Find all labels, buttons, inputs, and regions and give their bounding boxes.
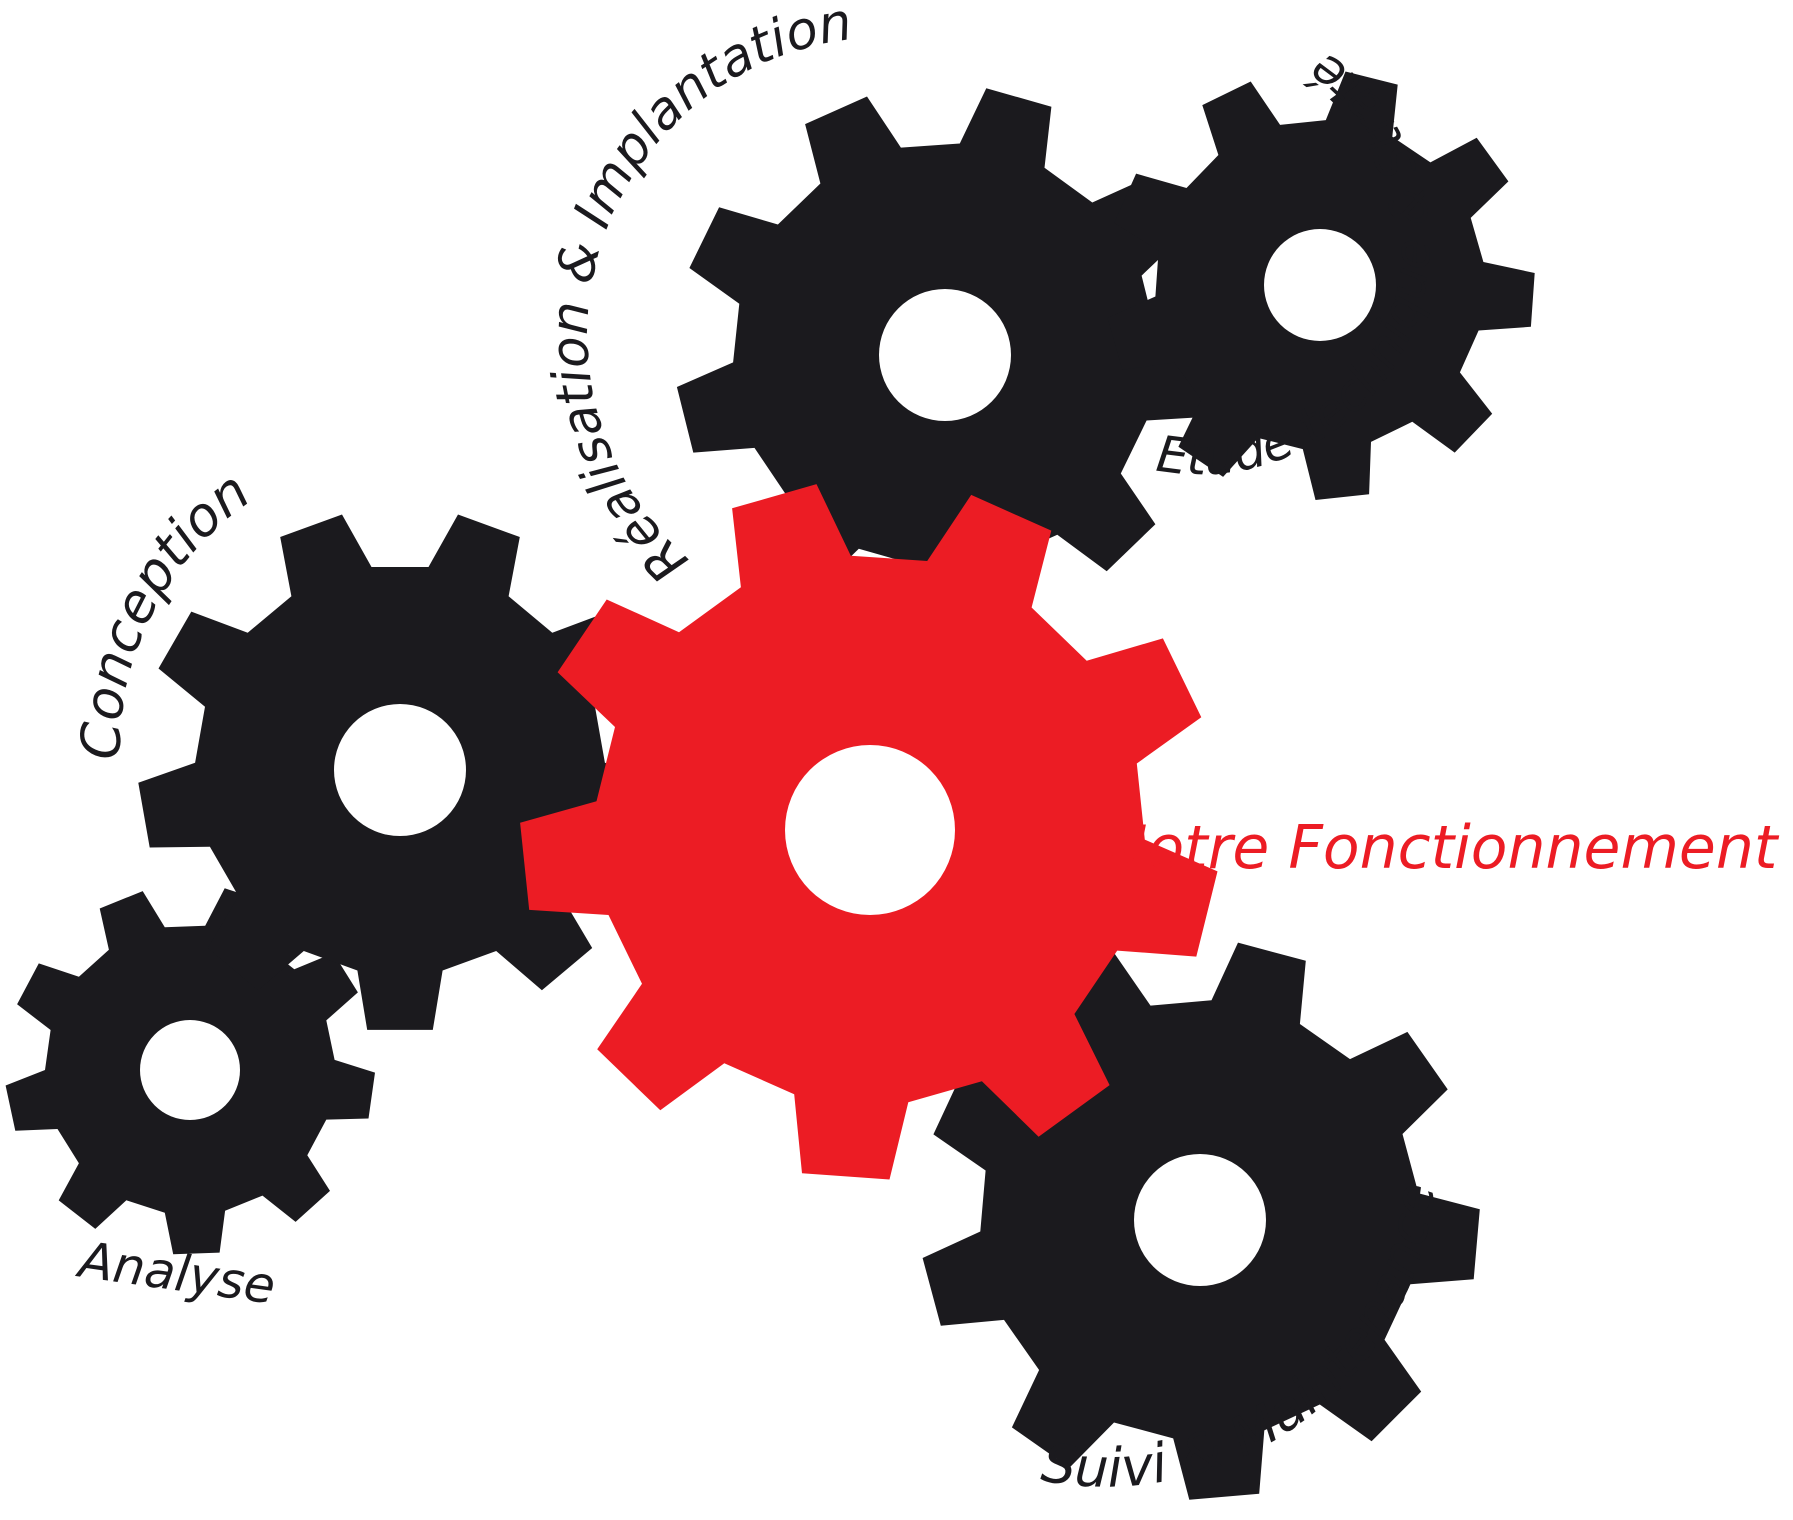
gear-analyse-hole (140, 1020, 240, 1120)
gear-realisation-hole (879, 289, 1011, 421)
gear-suivi-hole (1134, 1154, 1266, 1286)
gear-center (520, 484, 1218, 1180)
gear-conception-hole (334, 704, 466, 836)
gear-analyse (5, 888, 375, 1255)
gears-group (5, 71, 1535, 1500)
gear-conception (138, 514, 662, 1030)
label-analyse: Analyse (73, 1230, 279, 1315)
gear-center-hole (785, 745, 955, 915)
gear-etude (1107, 71, 1535, 500)
diagram-title: Notre Fonctionnement (1103, 813, 1780, 883)
gear-etude-hole (1264, 229, 1376, 341)
